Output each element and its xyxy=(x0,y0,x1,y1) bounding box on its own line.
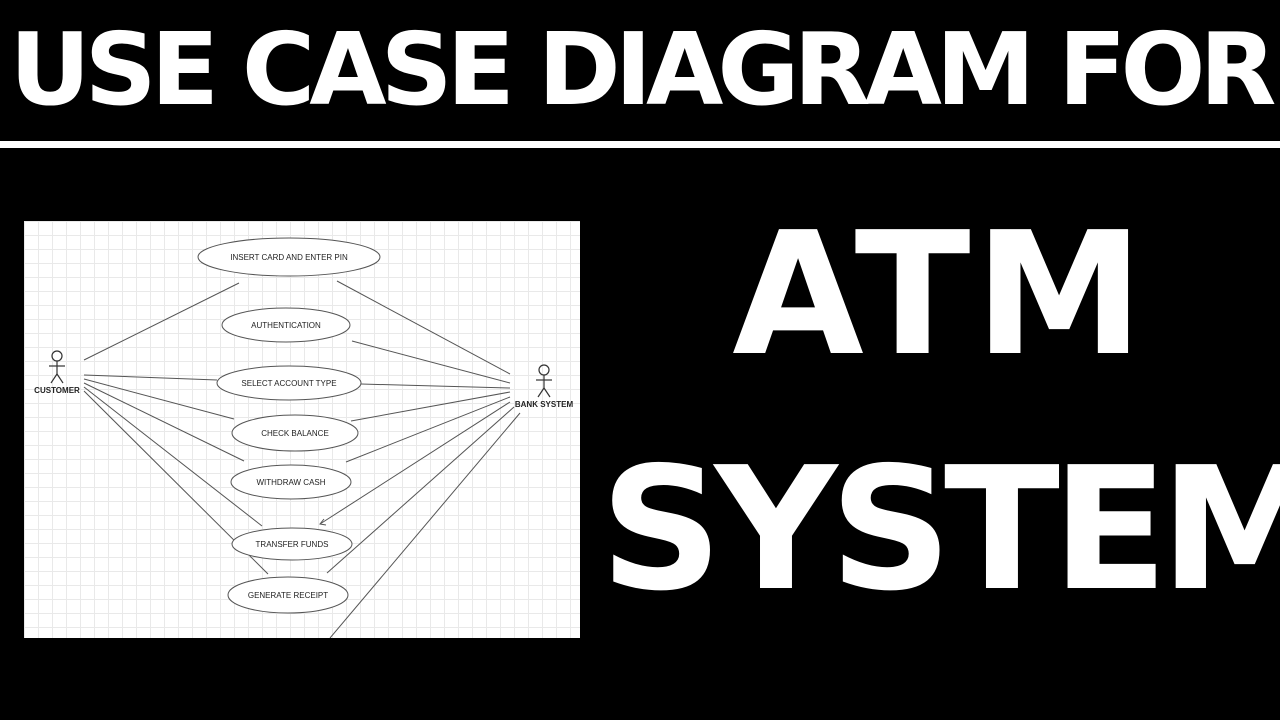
use-case-transfer-funds xyxy=(231,527,353,561)
bank-transfer-line xyxy=(319,401,511,525)
use-case-insert-card xyxy=(197,237,381,277)
customer-actor-label: CUSTOMER xyxy=(34,386,80,395)
bank-authentication-line xyxy=(351,340,511,384)
customer-actor-icon xyxy=(49,350,65,384)
customer-select-account-line xyxy=(83,374,218,381)
use-case-label: CHECK BALANCE xyxy=(261,429,329,438)
bank-insert-card-line xyxy=(336,280,511,375)
title-atm: ATM xyxy=(732,196,1148,394)
customer-check-balance-line xyxy=(83,378,235,420)
use-case-label: INSERT CARD AND ENTER PIN xyxy=(230,253,348,262)
use-case-label: AUTHENTICATION xyxy=(251,321,321,330)
customer-withdraw-line xyxy=(83,382,245,462)
use-case-generate-receipt xyxy=(227,576,349,614)
diagram-canvas: CUSTOMER BANK SYSTEM INSERT CARD AND ENT… xyxy=(34,237,574,638)
bank-withdraw-line xyxy=(345,396,511,463)
transfer-arrowhead xyxy=(319,518,327,526)
bank-receipt-line xyxy=(326,406,515,574)
use-case-authentication xyxy=(221,307,351,343)
use-case-withdraw-cash xyxy=(230,464,352,500)
use-case-label: GENERATE RECEIPT xyxy=(248,591,328,600)
bank-system-actor-label: BANK SYSTEM xyxy=(515,400,574,409)
heading-divider xyxy=(0,141,1280,148)
bank-select-account-line xyxy=(360,383,511,389)
use-case-check-balance xyxy=(231,414,359,452)
use-case-label: WITHDRAW CASH xyxy=(256,478,325,487)
customer-insert-card-line xyxy=(83,282,240,361)
heading-title: USE CASE DIAGRAM FOR xyxy=(9,10,1276,128)
customer-transfer-line xyxy=(83,386,263,527)
association-lines xyxy=(83,280,521,638)
title-system: SYSTEM xyxy=(600,431,1280,629)
use-case-select-account xyxy=(216,365,362,401)
bank-system-actor-icon xyxy=(536,364,552,398)
bank-extra-line xyxy=(329,412,521,638)
use-case-label: SELECT ACCOUNT TYPE xyxy=(241,379,336,388)
use-case-label: TRANSFER FUNDS xyxy=(256,540,329,549)
use-case-diagram: CUSTOMER BANK SYSTEM INSERT CARD AND ENT… xyxy=(24,221,580,638)
bank-check-balance-line xyxy=(350,391,511,422)
